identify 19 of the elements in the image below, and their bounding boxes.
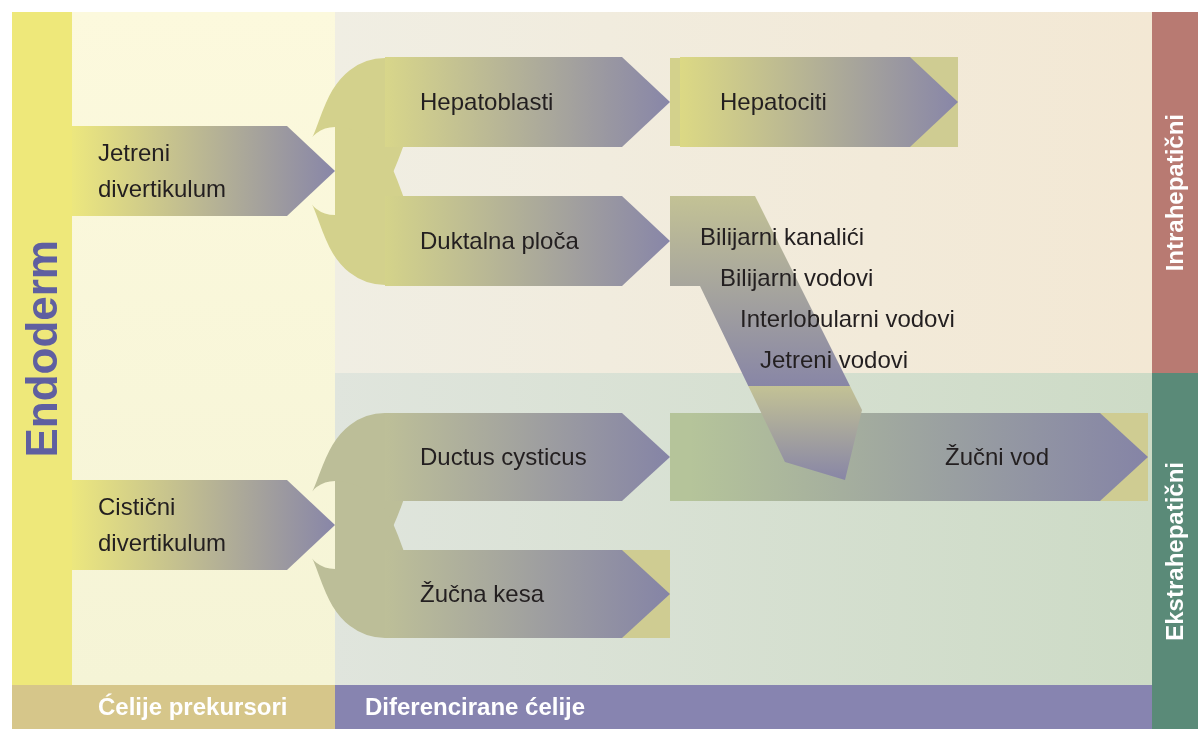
chevron-banner: Duktalna ploča: [385, 196, 670, 286]
footer-bar: Diferencirane ćelije: [335, 685, 1152, 729]
chevron-banner: Jetreni divertikulum: [72, 126, 335, 216]
duct-band: [670, 196, 850, 386]
chevron-banner: Žučna kesa: [385, 550, 670, 638]
side-band: Endoderm: [12, 12, 72, 685]
connector-band: [670, 413, 690, 501]
duct-band: [748, 386, 862, 480]
side-band: Ekstrahepatični: [1152, 373, 1198, 729]
duct-name: Bilijarni vodovi: [720, 263, 874, 293]
chevron-banner: Hepatociti: [680, 57, 958, 147]
chevron-banner: Cistični divertikulum: [72, 480, 335, 570]
connector-band: [670, 58, 680, 146]
footer-bar: Ćelije prekursori: [12, 685, 335, 729]
side-band: Intrahepatični: [1152, 12, 1198, 373]
duct-name: Jetreni vodovi: [760, 345, 909, 375]
chevron-banner: Hepatoblasti: [385, 57, 670, 147]
duct-name: Bilijarni kanalići: [700, 222, 865, 252]
chevron-banner: Ductus cysticus: [385, 413, 670, 501]
